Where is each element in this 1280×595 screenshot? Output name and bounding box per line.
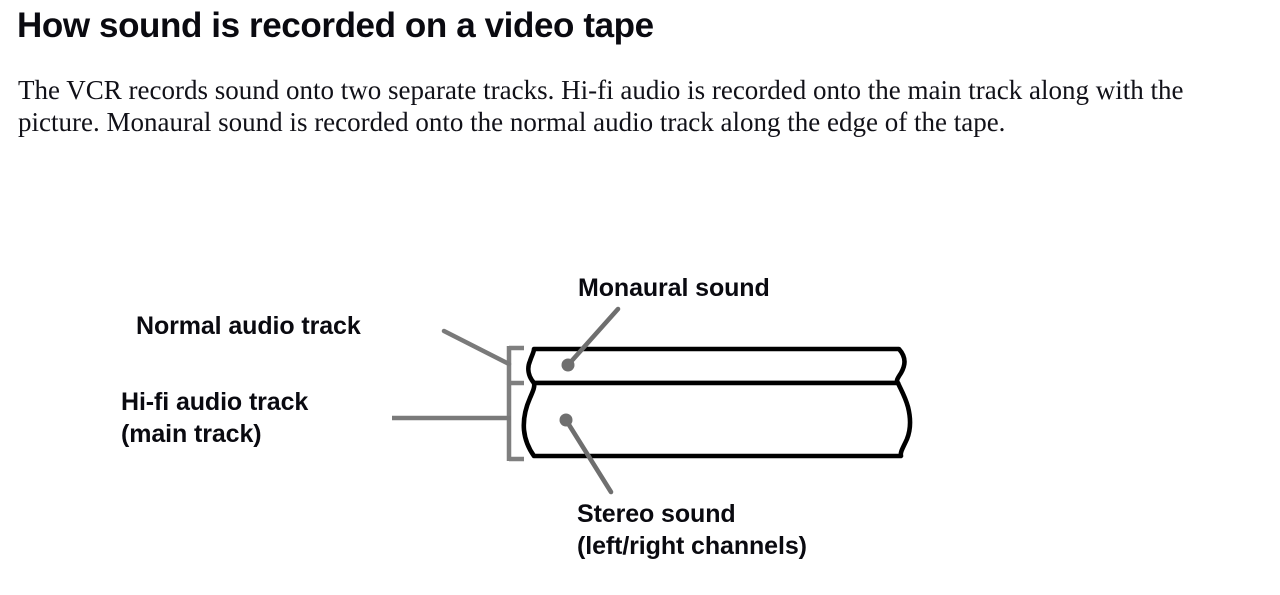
stereo-sound-leader [559, 413, 614, 495]
monaural-sound-leader [561, 306, 621, 372]
stereo-sound-leader-dot [559, 413, 573, 427]
video-tape-illustration [392, 306, 913, 495]
monaural-sound-leader-dot [561, 358, 575, 372]
hifi-audio-track-band [521, 380, 913, 459]
label-hifi-audio-track-line2: (main track) [121, 420, 262, 448]
body-paragraph: The VCR records sound onto two separate … [18, 75, 1184, 137]
label-stereo-sound-line2: (left/right channels) [577, 532, 807, 560]
normal-audio-track-band [526, 346, 907, 386]
normal-audio-track-leader [441, 328, 512, 367]
video-tape-diagram: Normal audio track Hi-fi audio track (ma… [0, 230, 1280, 595]
label-stereo-sound: Stereo sound (left/right channels) [577, 498, 807, 562]
body-text: The VCR records sound onto two separate … [18, 74, 1258, 138]
page-title: How sound is recorded on a video tape [17, 6, 654, 45]
label-hifi-audio-track-line1: Hi-fi audio track [121, 388, 309, 416]
label-stereo-sound-line1: Stereo sound [577, 500, 736, 528]
track-bracket-icon [506, 345, 524, 462]
label-hifi-audio-track: Hi-fi audio track (main track) [121, 386, 308, 450]
label-monaural-sound: Monaural sound [578, 274, 770, 302]
label-normal-audio-track: Normal audio track [136, 312, 361, 340]
